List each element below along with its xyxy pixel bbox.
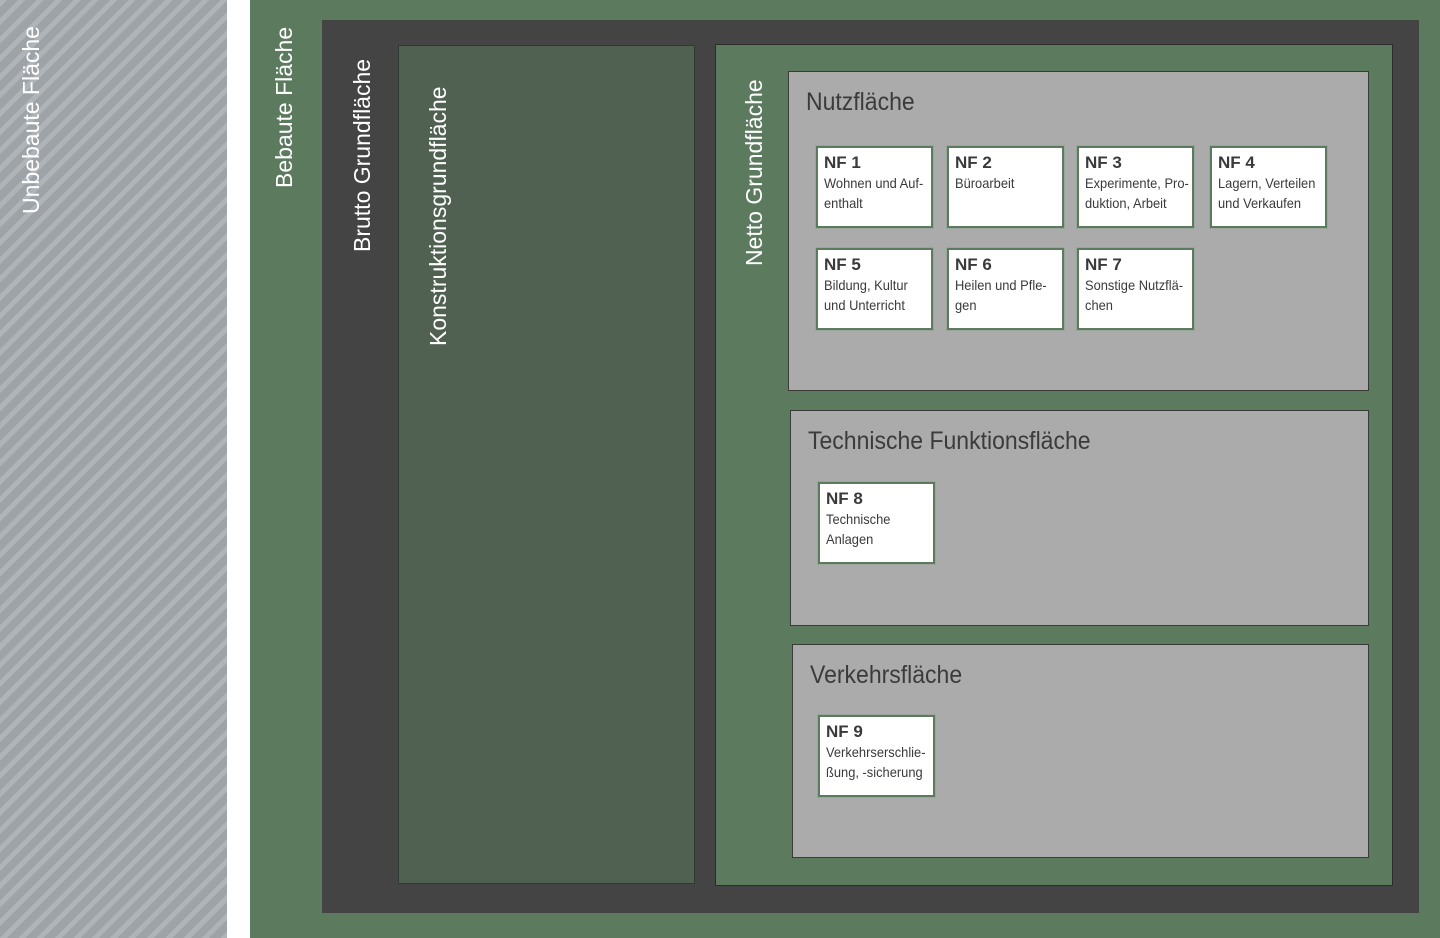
nf-description: Wohnen und Auf- enthalt <box>824 175 924 211</box>
nutzflaeche-section: Nutzfläche <box>788 71 1369 391</box>
nf-description: Heilen und Pfle- gen <box>955 277 1047 313</box>
nf-code: NF 2 <box>955 153 992 172</box>
nf-card: NF 1 Wohnen und Auf- enthalt <box>816 146 933 228</box>
nf-card: NF 5 Bildung, Kultur und Unterricht <box>816 248 933 330</box>
bebaute-flaeche-label: Bebaute Fläche <box>271 26 297 188</box>
nf-code: NF 7 <box>1085 255 1122 274</box>
netto-grundflaeche-label: Netto Grundfläche <box>741 79 767 266</box>
unbebaute-flaeche-label: Unbebaute Fläche <box>18 26 44 214</box>
nf-description: Sonstige Nutzflä- chen <box>1085 277 1184 313</box>
nf-description: Bildung, Kultur und Unterricht <box>824 277 908 313</box>
nf-code: NF 6 <box>955 255 992 274</box>
konstruktionsgrundflaeche-area <box>398 45 695 884</box>
nf-description: Experimente, Pro- duktion, Arbeit <box>1085 175 1189 211</box>
technische-funktionsflaeche-title: Technische Funktionsfläche <box>808 427 1091 455</box>
nf-code: NF 1 <box>824 153 861 172</box>
konstruktionsgrundflaeche-label: Konstruktionsgrundfläche <box>425 86 451 346</box>
nf-code: NF 3 <box>1085 153 1122 172</box>
nf-code: NF 4 <box>1218 153 1255 172</box>
unbebaute-flaeche-area <box>0 0 227 938</box>
nf-description: Büroarbeit <box>955 175 1015 191</box>
verkehrsflaeche-title: Verkehrsfläche <box>810 661 963 689</box>
nf-description: Lagern, Verteilen und Verkaufen <box>1218 175 1316 211</box>
nf-description: Verkehrserschlie- ßung, -sicherung <box>826 744 926 780</box>
nutzflaeche-title: Nutzfläche <box>806 88 915 116</box>
nf-description: Technische Anlagen <box>826 511 891 547</box>
nf-card: NF 8 Technische Anlagen <box>818 482 935 564</box>
nf-card: NF 9 Verkehrserschlie- ßung, -sicherung <box>818 715 935 797</box>
nf-card: NF 2 Büroarbeit <box>947 146 1064 228</box>
nf-code: NF 9 <box>826 722 863 741</box>
nf-card: NF 6 Heilen und Pfle- gen <box>947 248 1064 330</box>
brutto-grundflaeche-label: Brutto Grundfläche <box>349 58 375 252</box>
nf-card: NF 7 Sonstige Nutzflä- chen <box>1077 248 1194 330</box>
nf-code: NF 5 <box>824 255 861 274</box>
nf-card: NF 3 Experimente, Pro- duktion, Arbeit <box>1077 146 1194 228</box>
nf-code: NF 8 <box>826 489 863 508</box>
nf-card: NF 4 Lagern, Verteilen und Verkaufen <box>1210 146 1327 228</box>
